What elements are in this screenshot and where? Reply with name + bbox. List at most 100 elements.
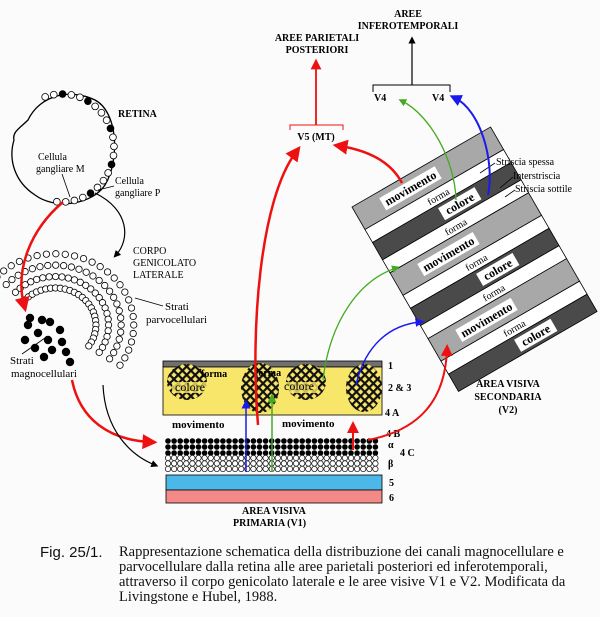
parvo-cell [125, 346, 133, 354]
magno-cell [25, 313, 35, 323]
magno-cell [20, 335, 30, 345]
layer-4c-alpha-cell [317, 444, 324, 450]
layer-4c-beta-cell [256, 460, 263, 467]
layer-4c-beta-cell [280, 454, 287, 462]
layer-4c-alpha-cell [262, 450, 269, 456]
layer-label: 4 B [386, 429, 401, 440]
layer-4c-alpha-cell [250, 438, 257, 444]
layer-4c-beta-cell [335, 465, 342, 473]
parvo-cell [75, 265, 83, 273]
ganglion-cell-p [93, 183, 102, 192]
layer-4c-beta-cell [323, 460, 330, 467]
layer-4c-beta-cell [207, 460, 214, 467]
magno-cell [33, 328, 43, 338]
parvo-cell [79, 254, 88, 263]
layer-4c-alpha-cell [201, 450, 208, 456]
parvo-cell [67, 263, 76, 271]
layer-4c-beta-cell [299, 454, 306, 462]
layer-4c-alpha-cell [226, 438, 232, 444]
layer-4c-alpha-cell [177, 450, 183, 456]
parvo-cell [125, 296, 133, 304]
ganglion-cell-p [110, 142, 118, 151]
layer-4c-alpha-cell [372, 450, 379, 456]
layer-4c-alpha-cell [183, 444, 190, 450]
layer-4c-alpha-cell [329, 438, 336, 444]
ganglion-cell-p [76, 93, 84, 102]
magno-cell [23, 320, 33, 330]
layer-4c-beta-cell [250, 454, 257, 462]
layer-4c-beta-cell [201, 465, 208, 473]
layer-4c-beta-cell [293, 465, 300, 473]
layer-4c-alpha-cell [201, 444, 208, 450]
parvo-cell [113, 300, 121, 308]
ganglion-cell-p [102, 116, 111, 125]
caption-text: Rappresentazione schematica della distri… [119, 544, 566, 605]
parvo-cell [104, 327, 112, 335]
parvo-label-1: Strati [165, 301, 189, 313]
layer-4c-alpha-cell [214, 450, 220, 456]
parvo-cell [121, 354, 129, 362]
layer-4c-beta-cell [354, 454, 361, 462]
layer-4c-alpha-cell [336, 444, 342, 450]
parvo-cell [110, 349, 118, 357]
layer-4c-beta-cell [195, 454, 202, 462]
layer-4c-beta-cell [311, 454, 318, 462]
parvo-cell [129, 312, 137, 321]
layer-4c-alpha-cell [360, 444, 367, 450]
parvo-cell [127, 304, 136, 312]
ganglion-cell-m [84, 97, 92, 105]
parvo-cell [116, 281, 124, 289]
parvo-cell [117, 321, 125, 329]
layer-4c-alpha-cell [281, 450, 287, 456]
ganglion-cell-p [97, 109, 106, 117]
layer-4c-alpha-cell [275, 444, 281, 450]
layer-4c-alpha-cell [189, 450, 196, 456]
parvo-cell [11, 288, 20, 296]
layer-4c-alpha-cell [262, 444, 269, 450]
magno-cell [37, 315, 47, 325]
parvo-cell [103, 268, 112, 276]
layer-4c-alpha-cell [232, 438, 238, 444]
parvo-cell [95, 348, 103, 356]
parvo-cell [117, 328, 125, 336]
stripe-label-bg [455, 297, 518, 342]
layer-4c-beta-cell [286, 460, 294, 467]
magno-cell [65, 357, 75, 367]
layer-4c-beta-cell [189, 454, 196, 462]
magno-label-1: Strati [10, 355, 34, 367]
forma-label: forma [255, 368, 281, 379]
layer-4c-alpha-cell [207, 438, 214, 444]
layer-4c-alpha-cell [311, 450, 318, 456]
layer-4c-alpha-cell [183, 438, 190, 444]
layer-4c-beta-cell [372, 465, 379, 473]
layer-4c-beta-cell [256, 454, 263, 462]
layer-4c-alpha-cell [189, 438, 196, 444]
ganglion-cell-p [61, 198, 70, 206]
cell-m-label-1: Cellula [38, 152, 67, 163]
layer-4c-beta-cell [311, 460, 318, 467]
ganglion-cell-m [58, 90, 67, 98]
layer-4c-alpha-cell [293, 450, 299, 456]
layer-4c-alpha-cell [329, 444, 336, 450]
layer-4c-alpha-cell [214, 438, 220, 444]
layer-4c-beta-cell [341, 454, 348, 462]
layer-4c-beta-cell [219, 460, 226, 467]
layer-4c-alpha-cell [165, 450, 171, 456]
v2-label-1: AREA VISIVA [476, 379, 541, 390]
layer-4c-alpha-cell [342, 450, 348, 456]
parvo-cell [45, 273, 53, 281]
parvo-cell [27, 278, 35, 286]
parvo-cell [8, 275, 16, 284]
parvo-cell [60, 262, 68, 270]
layer-4c-beta-cell [274, 460, 281, 467]
layer-4c-beta-cell [354, 460, 361, 467]
layer-4c-beta-cell [177, 454, 184, 462]
layer-4c-beta-cell [329, 465, 336, 473]
layer-4c-beta-cell [317, 454, 324, 462]
layer-4c-alpha-cell [323, 438, 330, 444]
stripe-label-bg [514, 318, 558, 352]
v5-label: V5 (MT) [297, 132, 335, 143]
layer-label: 4 A [385, 408, 400, 419]
parvo-cell [105, 355, 114, 363]
ganglion-cell-m [106, 124, 115, 133]
